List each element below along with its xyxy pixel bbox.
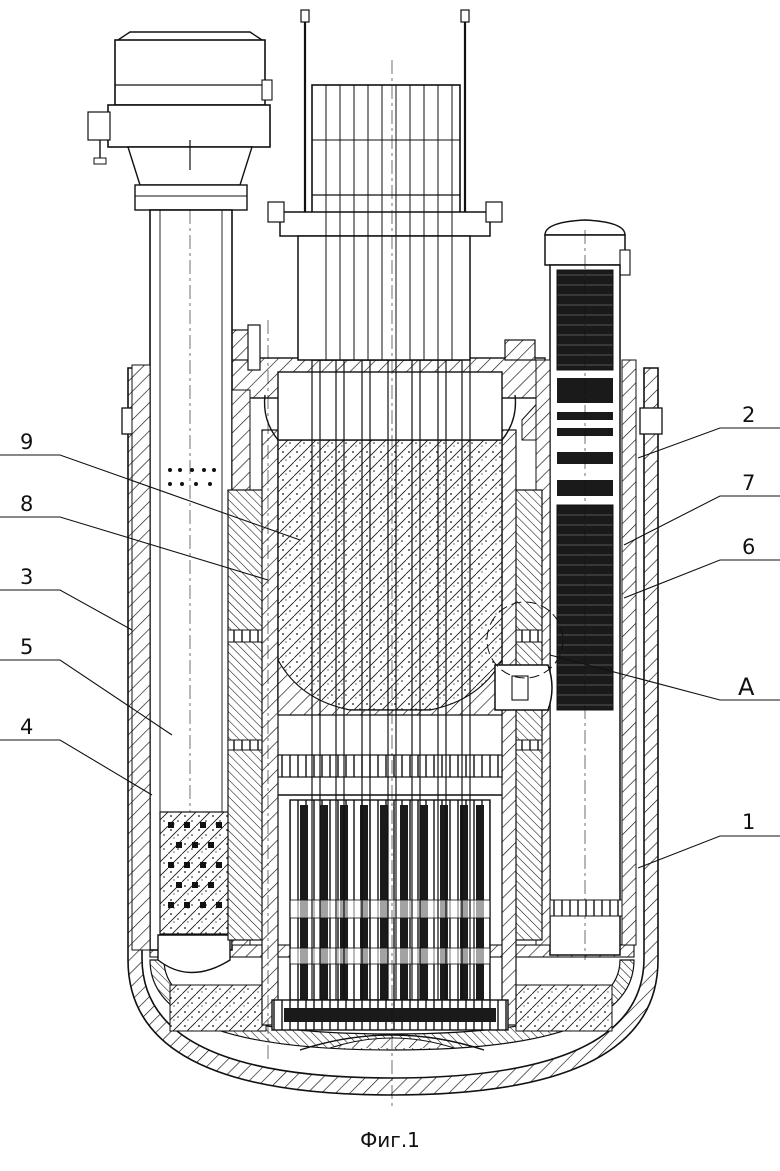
- label-8: 8: [20, 492, 34, 516]
- label-9: 9: [20, 430, 34, 454]
- figure-caption: Фиг.1: [360, 1128, 420, 1152]
- control-rod-drives: [267, 9, 503, 1110]
- leader-lines: [0, 427, 780, 869]
- label-7: 7: [742, 471, 756, 495]
- label-A: А: [738, 673, 755, 701]
- heat-exchanger: [535, 219, 637, 960]
- core-structure: [227, 371, 564, 1031]
- label-2: 2: [742, 403, 756, 427]
- pump-inlet-holes: [168, 468, 216, 486]
- label-4: 4: [20, 715, 34, 739]
- label-3: 3: [20, 565, 34, 589]
- label-5: 5: [20, 635, 34, 659]
- label-1: 1: [742, 810, 756, 834]
- label-6: 6: [742, 535, 756, 559]
